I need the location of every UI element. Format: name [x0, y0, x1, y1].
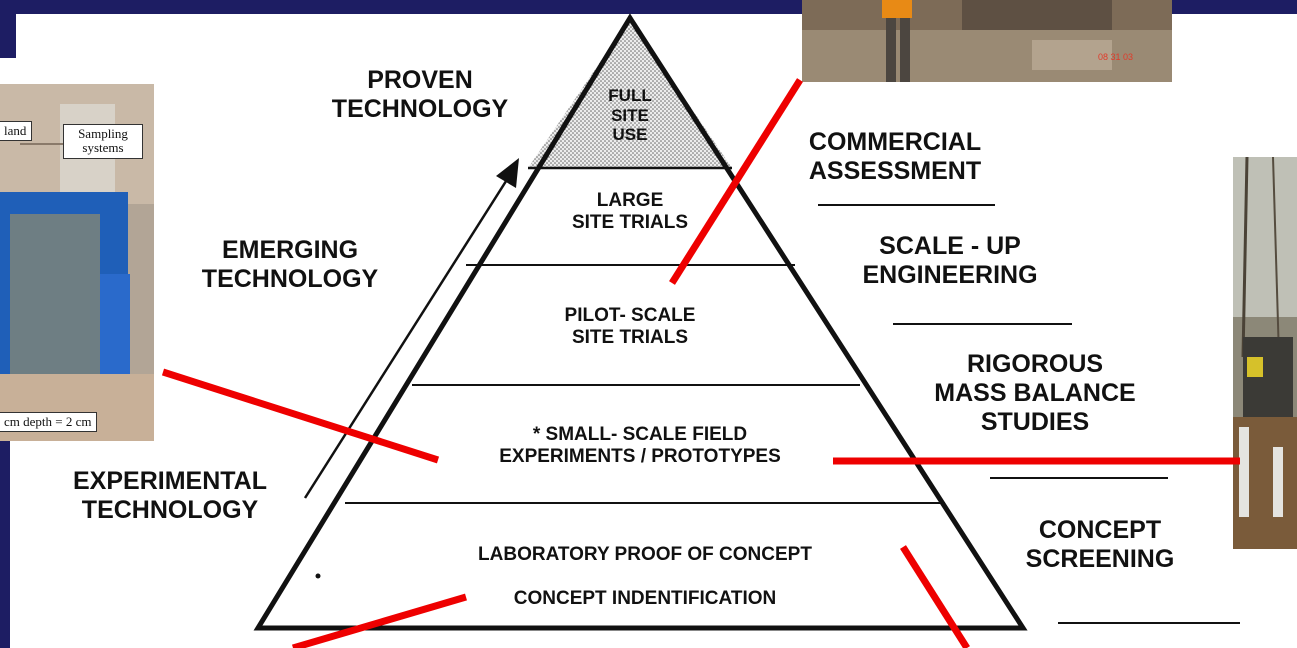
pyramid-apex-fill	[528, 18, 732, 168]
level-small-scale: * SMALL- SCALE FIELD EXPERIMENTS / PROTO…	[499, 424, 781, 467]
label-rigorous-mass-balance: RIGOROUS MASS BALANCE STUDIES	[934, 350, 1136, 436]
connector-lab-to-field	[161, 368, 440, 464]
connector-concept-id	[292, 593, 467, 648]
left-border-top	[0, 0, 16, 58]
label-emerging-technology: EMERGING TECHNOLOGY	[201, 236, 379, 293]
label-experimental-technology: EXPERIMENTAL TECHNOLOGY	[73, 467, 267, 524]
photo-lab-apparatus: land Sampling systems cm depth = 2 cm	[0, 84, 154, 441]
pyramid-outline	[253, 13, 1028, 631]
label-proven-technology: PROVEN TECHNOLOGY	[331, 66, 509, 123]
level-large-site-trials: LARGE SITE TRIALS	[571, 190, 689, 233]
pyramid	[253, 13, 1028, 631]
label-scale-up-engineering: SCALE - UP ENGINEERING	[862, 232, 1038, 289]
connector-top-photo	[669, 78, 803, 285]
tag-sampling-systems: Sampling systems	[63, 124, 143, 159]
speck	[315, 573, 321, 579]
excavation-photo-art: 08 31 03	[802, 0, 1172, 82]
field-site-photo-art	[1233, 157, 1297, 549]
level-full-site-use: FULL SITE USE	[608, 86, 652, 145]
progress-arrow	[303, 158, 519, 499]
tag-land: land	[0, 121, 33, 142]
level-concept-identification: CONCEPT INDENTIFICATION	[513, 588, 777, 609]
tag-depth: cm depth = 2 cm	[0, 412, 98, 433]
level-pilot-scale: PILOT- SCALE SITE TRIALS	[564, 305, 696, 348]
photo-field-site	[1233, 157, 1297, 549]
label-commercial-assessment: COMMERCIAL ASSESSMENT	[808, 128, 982, 185]
left-border-bottom	[0, 440, 10, 648]
connector-lab-concept-bottom	[900, 545, 970, 648]
label-concept-screening: CONCEPT SCREENING	[1025, 516, 1175, 573]
level-lab-proof: LABORATORY PROOF OF CONCEPT	[478, 544, 812, 565]
photo-date-stamp: 08 31 03	[1098, 52, 1133, 62]
photo-field-excavation: 08 31 03	[802, 0, 1172, 82]
